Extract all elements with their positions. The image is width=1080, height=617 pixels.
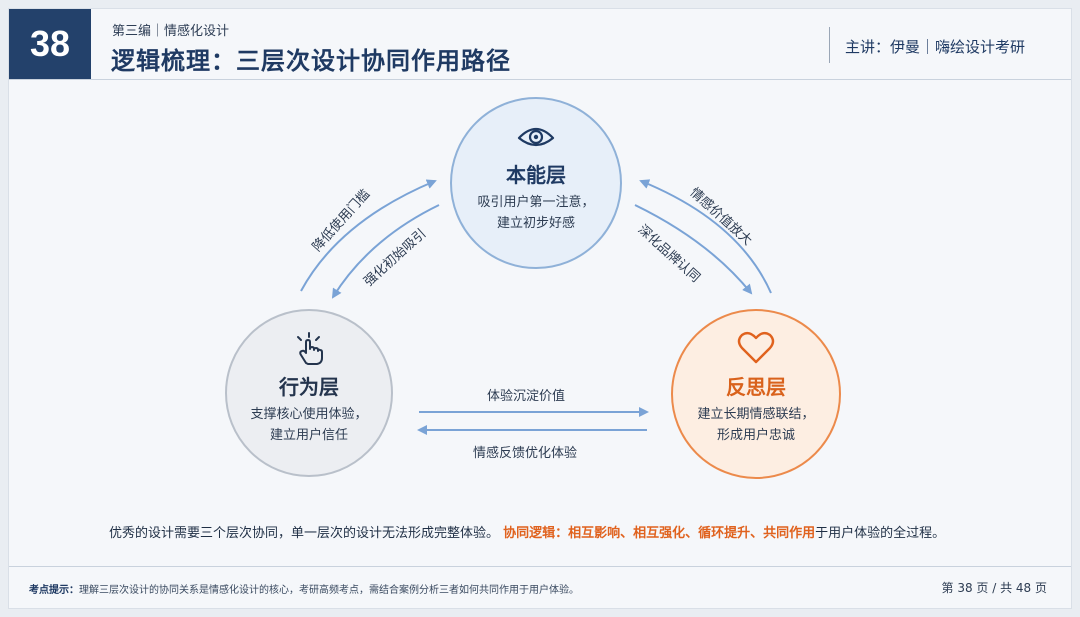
exam-tip-label: 考点提示： <box>29 585 79 596</box>
exam-tip: 考点提示：理解三层次设计的协同关系是情感化设计的核心，考研高频考点，需结合案例分… <box>29 581 579 596</box>
behavior-layer-title: 行为层 <box>279 375 339 399</box>
arrow-instinct-to-behavior <box>331 204 440 299</box>
arrow-layer <box>300 179 772 435</box>
behavior-desc-line2: 建立用户信任 <box>269 428 348 443</box>
summary-highlight: 协同逻辑：相互影响、相互强化、循环提升、共同作用 <box>503 526 816 541</box>
page-title: 逻辑梳理：三层次设计协同作用路径 <box>111 47 511 75</box>
reflection-layer-title: 反思层 <box>726 375 786 399</box>
behavior-layer-circle: 行为层 支撑核心使用体验， 建立用户信任 <box>225 309 393 477</box>
reflection-layer-circle: 反思层 建立长期情感联结， 形成用户忠诚 <box>671 309 841 479</box>
instinct-layer-circle: 本能层 吸引用户第一注意， 建立初步好感 <box>450 97 622 269</box>
behavior-layer-desc: 支撑核心使用体验， 建立用户信任 <box>227 404 391 446</box>
instinct-desc-line1: 吸引用户第一注意， <box>477 195 595 210</box>
footer-rule <box>9 566 1071 567</box>
instinct-desc-line2: 建立初步好感 <box>496 216 575 231</box>
arrow-behavior-to-instinct <box>300 179 437 292</box>
exam-tip-text: 理解三层次设计的协同关系是情感化设计的核心，考研高频考点，需结合案例分析三者如何… <box>79 585 579 596</box>
heart-icon <box>737 331 775 369</box>
arrow-instinct-to-reflection <box>634 204 753 295</box>
arrow-reflection-to-instinct <box>639 179 772 294</box>
reflection-layer-desc: 建立长期情感联结， 形成用户忠诚 <box>673 404 839 446</box>
instinct-layer-desc: 吸引用户第一注意， 建立初步好感 <box>452 192 620 234</box>
behavior-desc-line1: 支撑核心使用体验， <box>250 407 368 422</box>
instinct-layer-title: 本能层 <box>506 163 566 187</box>
header-rule <box>9 79 1071 80</box>
summary-tail: 于用户体验的全过程。 <box>815 526 946 541</box>
page-number-badge: 38 <box>9 9 91 79</box>
reflection-desc-line2: 形成用户忠诚 <box>716 428 795 443</box>
summary-text: 优秀的设计需要三个层次协同，单一层次的设计无法形成完整体验。 协同逻辑：相互影响… <box>109 522 945 541</box>
reflection-desc-line1: 建立长期情感联结， <box>697 407 815 422</box>
slide: 38 第三编｜情感化设计 逻辑梳理：三层次设计协同作用路径 主讲：伊曼｜嗨绘设计… <box>8 8 1072 609</box>
label-reflection-to-behavior: 情感反馈优化体验 <box>473 446 578 461</box>
hand-pointer-icon <box>292 331 326 371</box>
label-behavior-to-reflection: 体验沉淀价值 <box>487 389 566 404</box>
summary-main: 优秀的设计需要三个层次协同，单一层次的设计无法形成完整体验。 <box>109 526 500 541</box>
section-label: 第三编｜情感化设计 <box>112 24 230 39</box>
page-indicator: 第 38 页 / 共 48 页 <box>941 581 1047 595</box>
eye-icon <box>517 121 555 155</box>
lecturer-label: 主讲：伊曼｜嗨绘设计考研 <box>845 38 1026 56</box>
header-divider <box>829 27 830 63</box>
